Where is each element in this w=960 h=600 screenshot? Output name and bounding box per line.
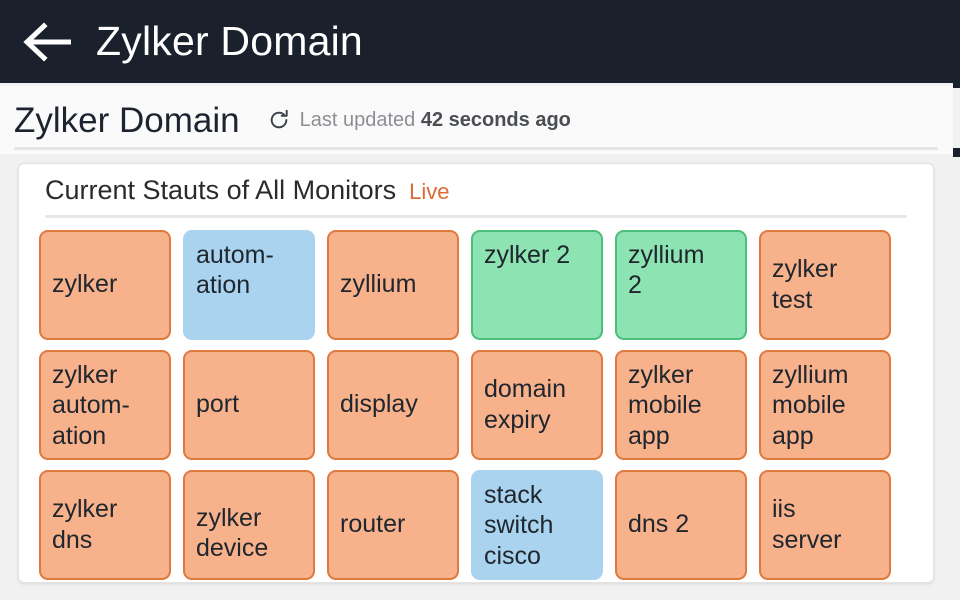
last-updated-text: Last updated 42 seconds ago: [300, 110, 571, 130]
monitor-tile-line: mobile: [628, 391, 702, 420]
last-updated-value: 42 seconds ago: [420, 109, 571, 131]
monitor-tile-line: ation: [52, 421, 107, 450]
monitor-tile-line: autom-: [52, 391, 130, 420]
monitor-tile-line: zylker: [772, 255, 838, 284]
monitor-tile-line: zylker: [52, 360, 118, 389]
monitor-tile-line: zylker: [196, 503, 262, 532]
monitor-tile[interactable]: router: [327, 469, 459, 580]
page-title: Zylker Domain: [14, 100, 240, 140]
arrow-left-icon: [19, 21, 73, 62]
monitor-tile-line: app: [628, 421, 670, 450]
monitor-tile-line: zylker: [52, 270, 118, 299]
monitor-tile-line: zylker: [52, 495, 118, 524]
monitor-tile-line: expiry: [484, 405, 551, 434]
card-title: Current Stauts of All Monitors: [45, 175, 397, 205]
monitor-tile[interactable]: autom-ation: [183, 229, 315, 340]
monitor-tile-line: zyllium: [340, 270, 417, 299]
card-divider: [45, 214, 907, 218]
monitor-tile[interactable]: dns 2: [615, 469, 747, 580]
edge-notch-top: [953, 78, 960, 88]
monitor-tile-line: zyllium: [772, 360, 849, 389]
app-bar-title: Zylker Domain: [96, 18, 363, 64]
page-subheader: Zylker Domain Last updated 42 seconds ag…: [0, 86, 953, 154]
monitor-tile-line: router: [340, 510, 406, 539]
monitor-tile-line: test: [772, 285, 813, 314]
refresh-icon[interactable]: [268, 109, 290, 131]
app-bar: Zylker Domain: [0, 0, 960, 83]
monitor-tile-line: server: [772, 525, 842, 554]
monitor-tile-line: zyllium: [628, 240, 705, 269]
monitor-tile-line: domain: [484, 375, 566, 404]
monitor-tile-line: stack: [484, 480, 543, 509]
monitor-tile-line: app: [772, 421, 814, 450]
monitor-tile-line: zylker: [628, 360, 694, 389]
monitor-tile-line: cisco: [484, 541, 541, 570]
monitor-tile-line: 2: [628, 271, 642, 300]
right-edge-strip: [953, 157, 960, 600]
last-updated-group: Last updated 42 seconds ago: [268, 109, 571, 131]
monitor-tile-line: switch: [484, 511, 554, 540]
monitor-tile-line: dns: [52, 525, 93, 554]
subheader-divider: [14, 147, 938, 150]
monitor-tile-line: mobile: [772, 391, 846, 420]
monitor-tile-line: port: [196, 390, 240, 419]
live-badge: Live: [409, 179, 450, 204]
monitor-tile-line: dns 2: [628, 510, 690, 539]
monitor-tile-line: display: [340, 390, 418, 419]
monitor-tile-line: device: [196, 534, 269, 563]
monitor-tile-line: iis: [772, 495, 796, 524]
card-header: Current Stauts of All Monitors Live: [19, 164, 933, 206]
monitor-tile-line: autom-: [196, 240, 274, 269]
monitor-tile[interactable]: zylker: [39, 229, 171, 340]
monitor-tile-line: ation: [196, 271, 251, 300]
last-updated-prefix: Last updated: [299, 109, 421, 131]
monitor-tile-line: zylker 2: [484, 240, 571, 269]
monitor-tile[interactable]: zyllium: [327, 229, 459, 340]
back-button[interactable]: [0, 0, 92, 83]
edge-notch-bottom: [953, 148, 960, 157]
monitor-tile[interactable]: display: [327, 349, 459, 460]
monitors-card: Current Stauts of All Monitors Live zylk…: [18, 163, 934, 583]
monitor-tile[interactable]: zylker 2: [471, 229, 603, 340]
monitor-tile[interactable]: port: [183, 349, 315, 460]
